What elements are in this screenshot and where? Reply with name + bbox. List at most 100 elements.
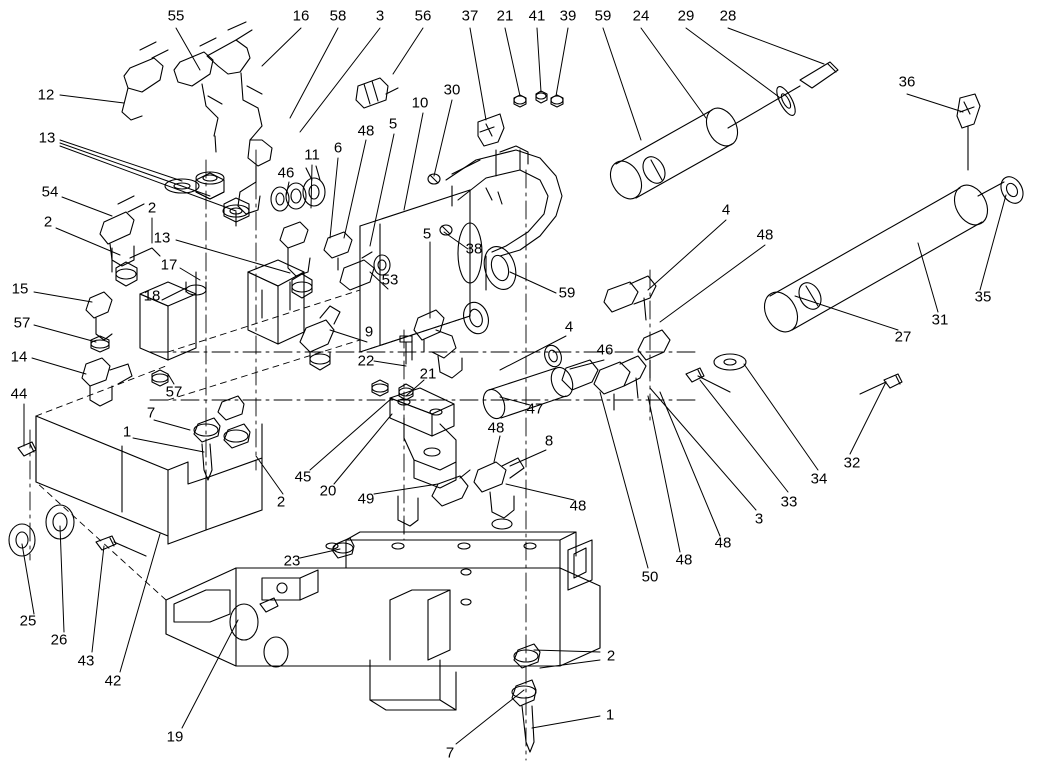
callout-5-a: 5	[388, 115, 398, 133]
fitting-9	[299, 305, 414, 401]
bracket-45	[389, 387, 457, 535]
callout-1-b: 1	[605, 706, 615, 724]
callout-47: 47	[526, 400, 544, 418]
callout-48-a: 48	[357, 122, 375, 140]
callout-43: 43	[77, 652, 95, 670]
callout-12: 12	[37, 86, 55, 104]
callout-13-lower: 13	[153, 229, 171, 247]
hose-fittings-upper-left	[121, 21, 273, 227]
cylinder-47	[482, 344, 574, 420]
mount-bracket-17	[139, 259, 305, 361]
callout-9: 9	[364, 323, 374, 341]
hoses-left	[99, 195, 161, 287]
callout-36: 36	[898, 73, 916, 91]
callout-21-top: 21	[496, 7, 514, 25]
callout-42: 42	[104, 672, 122, 690]
callout-48-c: 48	[487, 419, 505, 437]
callout-18: 18	[143, 287, 161, 305]
callout-22: 22	[357, 352, 375, 370]
callout-28: 28	[719, 7, 737, 25]
main-frame	[165, 531, 601, 711]
callout-31: 31	[931, 311, 949, 329]
callout-30: 30	[443, 81, 461, 99]
callout-44: 44	[10, 385, 28, 403]
washers-bottom-left	[8, 504, 147, 557]
callout-2-b: 2	[43, 213, 53, 231]
small-washers-center-left	[270, 165, 326, 212]
callout-20: 20	[319, 482, 337, 500]
callout-5-b: 5	[422, 225, 432, 243]
manifold-tube	[445, 145, 563, 335]
callout-24: 24	[632, 7, 650, 25]
callout-38: 38	[465, 240, 483, 258]
callout-33: 33	[780, 493, 798, 511]
callout-7-b: 7	[445, 744, 455, 762]
callout-48-e: 48	[714, 534, 732, 552]
callout-7-a: 7	[146, 404, 156, 422]
frame-plate-42	[35, 415, 263, 545]
fasteners-right	[685, 353, 903, 395]
callout-50: 50	[641, 568, 659, 586]
callout-48-b: 48	[756, 226, 774, 244]
callout-59-mid: 59	[558, 284, 576, 302]
callout-15: 15	[11, 280, 29, 298]
callout-4-a: 4	[721, 201, 731, 219]
callout-3-right: 3	[754, 510, 764, 528]
callout-21-mid: 21	[419, 365, 437, 383]
callout-57-b: 57	[165, 383, 183, 401]
callout-2-c: 2	[276, 493, 286, 511]
callout-14: 14	[10, 348, 28, 366]
washers-nuts-upper-left	[164, 171, 250, 223]
callout-3-top: 3	[375, 7, 385, 25]
callout-29: 29	[677, 7, 695, 25]
callout-35: 35	[974, 288, 992, 306]
fitting-53	[413, 309, 463, 379]
callout-17: 17	[160, 256, 178, 274]
callout-27: 27	[894, 328, 912, 346]
fasteners-top-center	[513, 90, 564, 108]
center-lines	[29, 149, 701, 761]
tee-fittings-center	[323, 231, 391, 291]
callout-23: 23	[283, 552, 301, 570]
callout-2-a: 2	[147, 199, 157, 217]
callout-54: 54	[41, 183, 59, 201]
callout-53: 53	[381, 271, 399, 289]
fittings-left-lower	[17, 291, 169, 457]
callout-48-f: 48	[675, 551, 693, 569]
callout-57-a: 57	[13, 314, 31, 332]
callout-25: 25	[19, 612, 37, 630]
callout-37: 37	[461, 7, 479, 25]
callout-2-d: 2	[606, 647, 616, 665]
leader-lines	[21, 27, 1007, 745]
callout-19: 19	[166, 728, 184, 746]
callout-48-d: 48	[569, 497, 587, 515]
valve-body-center	[359, 189, 483, 361]
callout-10: 10	[411, 94, 429, 112]
callout-39: 39	[559, 7, 577, 25]
elbow-fittings-mid-left	[279, 221, 313, 299]
callout-11: 11	[304, 146, 320, 164]
callout-1-a: 1	[122, 423, 132, 441]
callout-13-upper: 13	[38, 129, 56, 147]
callout-59-top: 59	[594, 7, 612, 25]
callout-55: 55	[167, 7, 185, 25]
clip-37	[477, 113, 505, 147]
callout-26: 26	[50, 631, 68, 649]
callout-56: 56	[414, 7, 432, 25]
connector-56	[355, 77, 399, 109]
callout-45: 45	[294, 468, 312, 486]
cylinder-24	[609, 61, 839, 200]
callout-41: 41	[528, 7, 546, 25]
fittings-elbow-cluster	[431, 275, 671, 530]
callout-6: 6	[333, 139, 343, 157]
callout-4-b: 4	[564, 318, 574, 336]
callout-58: 58	[329, 7, 347, 25]
clip-36	[956, 93, 981, 171]
callout-8: 8	[544, 432, 554, 450]
callout-49: 49	[357, 490, 375, 508]
callout-16: 16	[292, 7, 310, 25]
callout-34: 34	[810, 470, 828, 488]
callout-46-a: 46	[277, 164, 295, 182]
